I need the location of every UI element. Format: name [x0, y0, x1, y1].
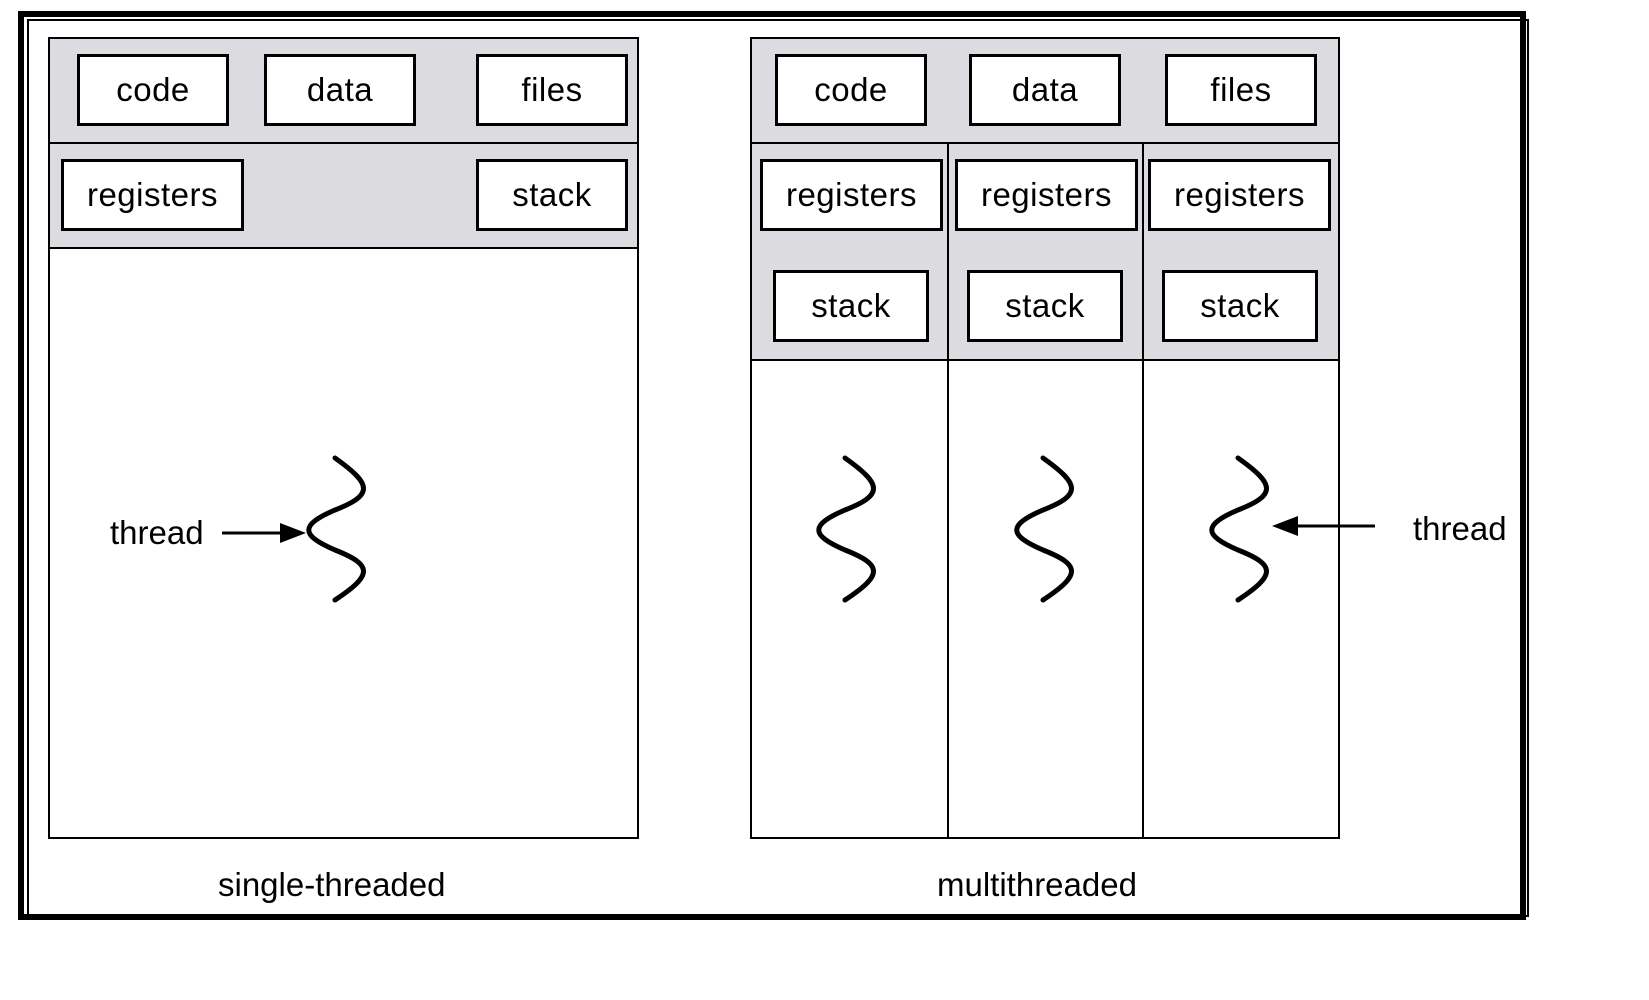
single-threaded-caption: single-threaded — [218, 866, 446, 903]
single-registers-box: registers — [61, 159, 244, 231]
single-code-box: code — [77, 54, 229, 126]
multithreaded-caption: multithreaded — [937, 866, 1137, 903]
multi-code-box: code — [775, 54, 927, 126]
thread1-stack-box: stack — [773, 270, 929, 342]
single-files-box: files — [476, 54, 628, 126]
thread2-registers-box: registers — [955, 159, 1138, 231]
wavy-thread-icon — [1014, 455, 1074, 603]
multi-data-box: data — [969, 54, 1121, 126]
single-data-box: data — [264, 54, 416, 126]
figure-inner-frame — [27, 19, 1529, 917]
wavy-thread-icon — [816, 455, 876, 603]
thread-divider-1 — [947, 359, 949, 839]
thread-divider-2 — [1142, 359, 1144, 839]
thread3-stack-box: stack — [1162, 270, 1318, 342]
single-thread-label: thread — [110, 514, 204, 551]
thread3-registers-box: registers — [1148, 159, 1331, 231]
thread1-registers-box: registers — [760, 159, 943, 231]
arrow-icon — [222, 523, 306, 543]
multi-thread-label: thread — [1413, 510, 1507, 547]
wavy-thread-icon — [1209, 455, 1269, 603]
wavy-thread-icon — [306, 455, 366, 603]
single-stack-box: stack — [476, 159, 628, 231]
arrow-icon — [1272, 516, 1375, 536]
thread2-stack-box: stack — [967, 270, 1123, 342]
multi-files-box: files — [1165, 54, 1317, 126]
